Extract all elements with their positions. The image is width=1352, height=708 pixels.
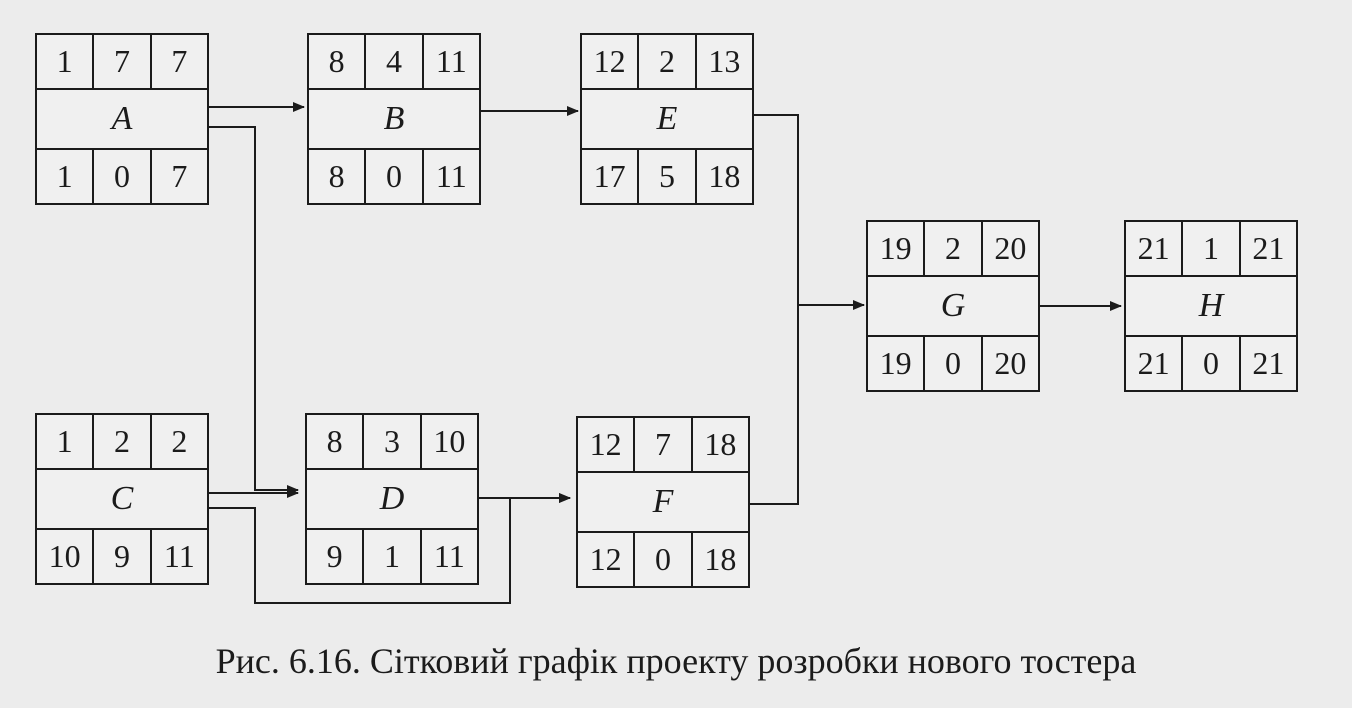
early-start: 19	[879, 230, 912, 266]
late-start: 8	[328, 158, 345, 194]
early-finish: 13	[694, 35, 752, 88]
activity-node-e: 12 2 13 E 17 5 18	[580, 33, 754, 205]
late-start: 1	[56, 158, 73, 194]
late-finish: 18	[690, 533, 748, 586]
activity-node-g: 19 2 20 G 19 0 20	[866, 220, 1040, 392]
slack: 0	[633, 533, 690, 586]
activity-node-d: 8 3 10 D 9 1 11	[305, 413, 479, 585]
arrow-f-g	[749, 305, 799, 505]
node-late-row: 9 1 11	[307, 528, 477, 583]
late-finish: 11	[419, 530, 477, 583]
duration: 2	[92, 415, 149, 468]
duration: 1	[1181, 222, 1238, 275]
late-start: 21	[1137, 345, 1170, 381]
arrow-e-g	[752, 114, 865, 310]
slack: 1	[362, 530, 419, 583]
slack: 0	[1181, 337, 1238, 390]
activity-node-b: 8 4 11 B 8 0 11	[307, 33, 481, 205]
late-finish: 18	[694, 150, 752, 203]
node-late-row: 1 0 7	[37, 148, 207, 203]
early-finish: 2	[149, 415, 207, 468]
late-start: 19	[879, 345, 912, 381]
slack: 0	[923, 337, 980, 390]
duration: 3	[362, 415, 419, 468]
node-early-row: 21 1 21	[1126, 222, 1296, 277]
late-start: 9	[326, 538, 343, 574]
late-finish: 7	[149, 150, 207, 203]
late-finish: 11	[149, 530, 207, 583]
slack: 0	[364, 150, 421, 203]
duration: 7	[633, 418, 690, 471]
activity-node-f: 12 7 18 F 12 0 18	[576, 416, 750, 588]
arrow-a-d	[209, 126, 299, 495]
slack: 9	[92, 530, 149, 583]
activity-node-h: 21 1 21 H 21 0 21	[1124, 220, 1298, 392]
node-early-row: 19 2 20	[868, 222, 1038, 277]
activity-name: H	[1198, 287, 1224, 324]
node-late-row: 10 9 11	[37, 528, 207, 583]
activity-name: F	[652, 483, 674, 520]
early-start: 12	[589, 426, 622, 462]
activity-name: E	[656, 100, 678, 137]
slack: 0	[92, 150, 149, 203]
node-late-row: 12 0 18	[578, 531, 748, 586]
early-start: 21	[1137, 230, 1170, 266]
late-start: 10	[48, 538, 81, 574]
early-finish: 21	[1238, 222, 1296, 275]
node-early-row: 12 7 18	[578, 418, 748, 473]
early-finish: 18	[690, 418, 748, 471]
duration: 2	[923, 222, 980, 275]
slack: 5	[637, 150, 694, 203]
activity-node-c: 1 2 2 C 10 9 11	[35, 413, 209, 585]
node-early-row: 1 2 2	[37, 415, 207, 470]
node-late-row: 21 0 21	[1126, 335, 1296, 390]
activity-node-a: 1 7 7 A 1 0 7	[35, 33, 209, 205]
early-finish: 10	[419, 415, 477, 468]
activity-name: C	[110, 480, 134, 517]
late-finish: 20	[980, 337, 1038, 390]
late-finish: 21	[1238, 337, 1296, 390]
late-start: 12	[589, 541, 622, 577]
activity-name: B	[383, 100, 405, 137]
late-start: 17	[593, 158, 626, 194]
early-start: 12	[593, 43, 626, 79]
late-finish: 11	[421, 150, 479, 203]
early-start: 1	[56, 43, 73, 79]
activity-name: D	[379, 480, 405, 517]
figure-caption: Рис. 6.16. Сітковий графік проекту розро…	[215, 641, 1137, 681]
early-finish: 20	[980, 222, 1038, 275]
early-start: 1	[56, 423, 73, 459]
early-start: 8	[328, 43, 345, 79]
early-finish: 11	[421, 35, 479, 88]
activity-name: A	[111, 100, 133, 137]
node-late-row: 17 5 18	[582, 148, 752, 203]
activity-name: G	[940, 287, 966, 324]
early-start: 8	[326, 423, 343, 459]
node-late-row: 19 0 20	[868, 335, 1038, 390]
early-finish: 7	[149, 35, 207, 88]
duration: 7	[92, 35, 149, 88]
duration: 2	[637, 35, 694, 88]
node-early-row: 8 4 11	[309, 35, 479, 90]
duration: 4	[364, 35, 421, 88]
node-late-row: 8 0 11	[309, 148, 479, 203]
node-early-row: 8 3 10	[307, 415, 477, 470]
node-early-row: 1 7 7	[37, 35, 207, 90]
node-early-row: 12 2 13	[582, 35, 752, 90]
